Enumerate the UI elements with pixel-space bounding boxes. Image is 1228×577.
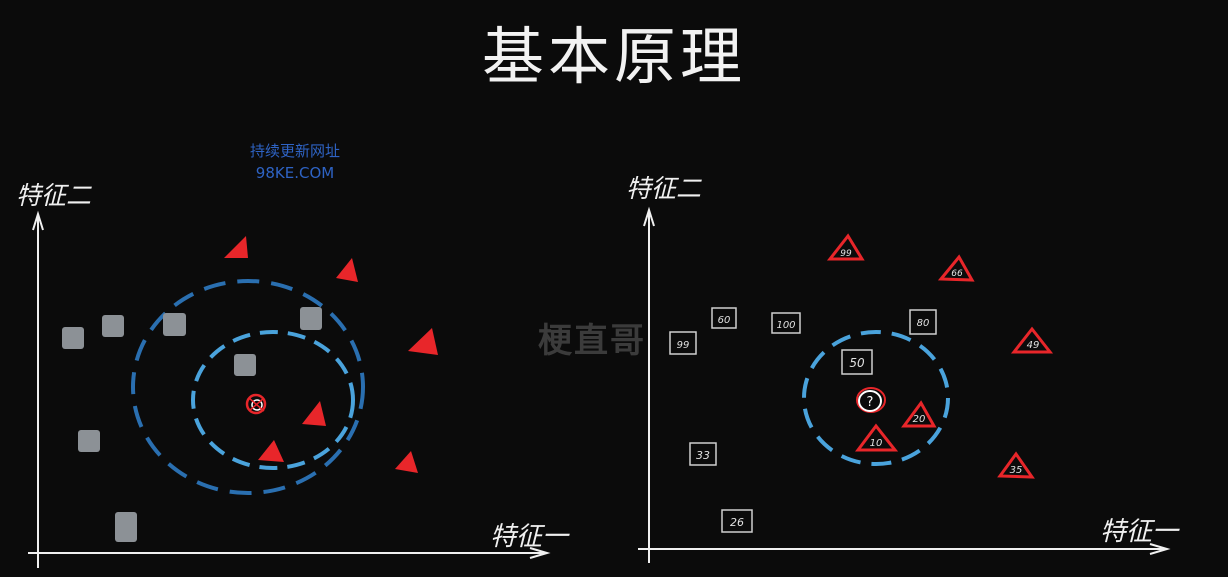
svg-text:10: 10 xyxy=(870,438,883,449)
svg-text:35: 35 xyxy=(1010,465,1023,476)
svg-text:80: 80 xyxy=(917,318,930,329)
svg-text:33: 33 xyxy=(696,449,710,462)
left-x-arrow xyxy=(529,547,551,559)
left-square xyxy=(62,327,84,349)
right-x-label: 特征一 xyxy=(1100,517,1180,547)
svg-text:20: 20 xyxy=(913,414,926,425)
left-triangle xyxy=(336,258,358,282)
right-triangle: 99 xyxy=(826,233,865,261)
right-square: 80 xyxy=(909,309,937,335)
right-triangle: 20 xyxy=(901,400,937,428)
left-query-point xyxy=(245,393,267,415)
left-square xyxy=(300,307,322,330)
left-square xyxy=(115,512,137,542)
left-triangle xyxy=(258,440,284,462)
svg-text:100: 100 xyxy=(776,320,795,331)
svg-text:66: 66 xyxy=(951,269,963,279)
svg-text:60: 60 xyxy=(718,315,731,326)
left-square xyxy=(234,354,256,376)
right-square: 60 xyxy=(711,307,737,329)
right-square: 50 xyxy=(841,349,873,375)
right-triangle: 35 xyxy=(997,451,1035,479)
left-x-label: 特征一 xyxy=(490,522,570,552)
watermark-center: 梗直哥 xyxy=(538,321,646,361)
left-panel: 特征二 特征一 xyxy=(16,181,570,568)
right-square: 100 xyxy=(771,312,801,334)
right-triangle: 49 xyxy=(1010,326,1054,354)
right-x-arrow xyxy=(1149,543,1171,555)
right-triangle: 10 xyxy=(855,423,899,452)
right-y-label: 特征二 xyxy=(626,174,702,203)
right-y-arrow xyxy=(643,206,655,227)
slide-title: 基本原理 xyxy=(481,20,746,93)
left-triangle xyxy=(408,328,438,355)
left-y-arrow xyxy=(32,210,44,231)
left-inner-circle xyxy=(191,330,355,470)
left-square xyxy=(78,430,100,452)
right-square: 99 xyxy=(669,331,697,355)
right-square: 33 xyxy=(689,442,717,466)
right-triangle: 66 xyxy=(937,254,975,282)
left-triangle xyxy=(395,451,418,473)
left-outer-circle xyxy=(131,279,365,495)
left-triangle xyxy=(302,401,326,426)
svg-text:99: 99 xyxy=(840,249,852,259)
right-panel: 特征二 特征一 60 100 99 80 50 xyxy=(626,174,1180,563)
right-query-point: ? xyxy=(856,387,886,413)
svg-text:?: ? xyxy=(867,395,874,410)
right-square: 26 xyxy=(721,509,753,533)
watermark-blue: 持续更新网址 98KE.COM xyxy=(225,140,365,184)
watermark-line-2: 98KE.COM xyxy=(255,164,335,182)
left-square xyxy=(163,313,186,336)
svg-text:99: 99 xyxy=(677,340,690,351)
right-circle xyxy=(802,330,950,466)
svg-text:49: 49 xyxy=(1027,340,1040,351)
left-triangle xyxy=(224,236,248,258)
svg-text:50: 50 xyxy=(849,356,865,370)
left-y-label: 特征二 xyxy=(16,181,92,210)
left-square xyxy=(102,315,124,337)
svg-text:26: 26 xyxy=(730,516,744,529)
watermark-line-1: 持续更新网址 xyxy=(249,142,340,160)
